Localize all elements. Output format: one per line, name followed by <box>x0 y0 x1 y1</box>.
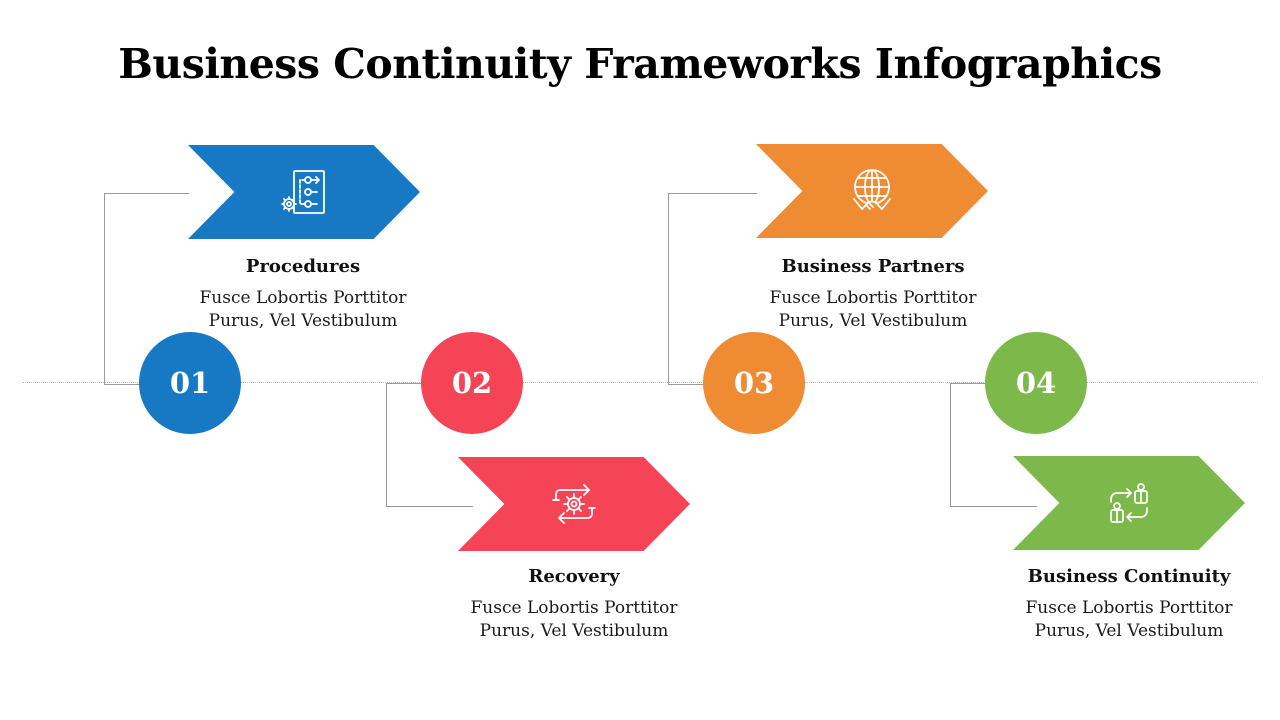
step-3-number: 03 <box>733 366 775 400</box>
step-2-desc-line2: Purus, Vel Vestibulum <box>479 621 669 641</box>
step-4-title: Business Continuity <box>1027 566 1231 587</box>
step-2-number: 02 <box>451 366 493 400</box>
step-1-arrow <box>188 145 420 239</box>
step-1-description: Fusce Lobortis Porttitor Purus, Vel Vest… <box>173 287 433 333</box>
step-3-number-circle: 03 <box>703 332 805 434</box>
step-4-arrow <box>1013 456 1245 550</box>
page-title: Business Continuity Frameworks Infograph… <box>118 40 1162 88</box>
step-3-title: Business Partners <box>781 256 965 277</box>
timeline-dotted-line <box>22 382 1258 383</box>
step-2-description: Fusce Lobortis Porttitor Purus, Vel Vest… <box>444 597 704 643</box>
step-2-arrow <box>458 457 690 551</box>
step-2-number-circle: 02 <box>421 332 523 434</box>
step-2-title: Recovery <box>528 566 620 587</box>
step-1-desc-line1: Fusce Lobortis Porttitor <box>199 288 407 308</box>
step-4-number-circle: 04 <box>985 332 1087 434</box>
step-2-desc-line1: Fusce Lobortis Porttitor <box>470 598 678 618</box>
step-1-title: Procedures <box>245 256 361 277</box>
step-4-number: 04 <box>1015 366 1057 400</box>
step-4-desc-line1: Fusce Lobortis Porttitor <box>1025 598 1233 618</box>
step-4-desc-line2: Purus, Vel Vestibulum <box>1034 621 1224 641</box>
step-1-number-circle: 01 <box>139 332 241 434</box>
step-3-arrow <box>756 144 988 238</box>
procedures-flowchart-icon <box>281 170 325 214</box>
step-3-desc-line2: Purus, Vel Vestibulum <box>778 311 968 331</box>
step-1-number: 01 <box>169 366 211 400</box>
step-4-description: Fusce Lobortis Porttitor Purus, Vel Vest… <box>999 597 1259 643</box>
recovery-gear-cycle-icon <box>552 484 596 524</box>
step-1-desc-line2: Purus, Vel Vestibulum <box>208 311 398 331</box>
people-exchange-icon <box>1110 483 1148 523</box>
step-3-desc-line1: Fusce Lobortis Porttitor <box>769 288 977 308</box>
globe-handshake-icon <box>853 169 891 210</box>
step-3-description: Fusce Lobortis Porttitor Purus, Vel Vest… <box>743 287 1003 333</box>
